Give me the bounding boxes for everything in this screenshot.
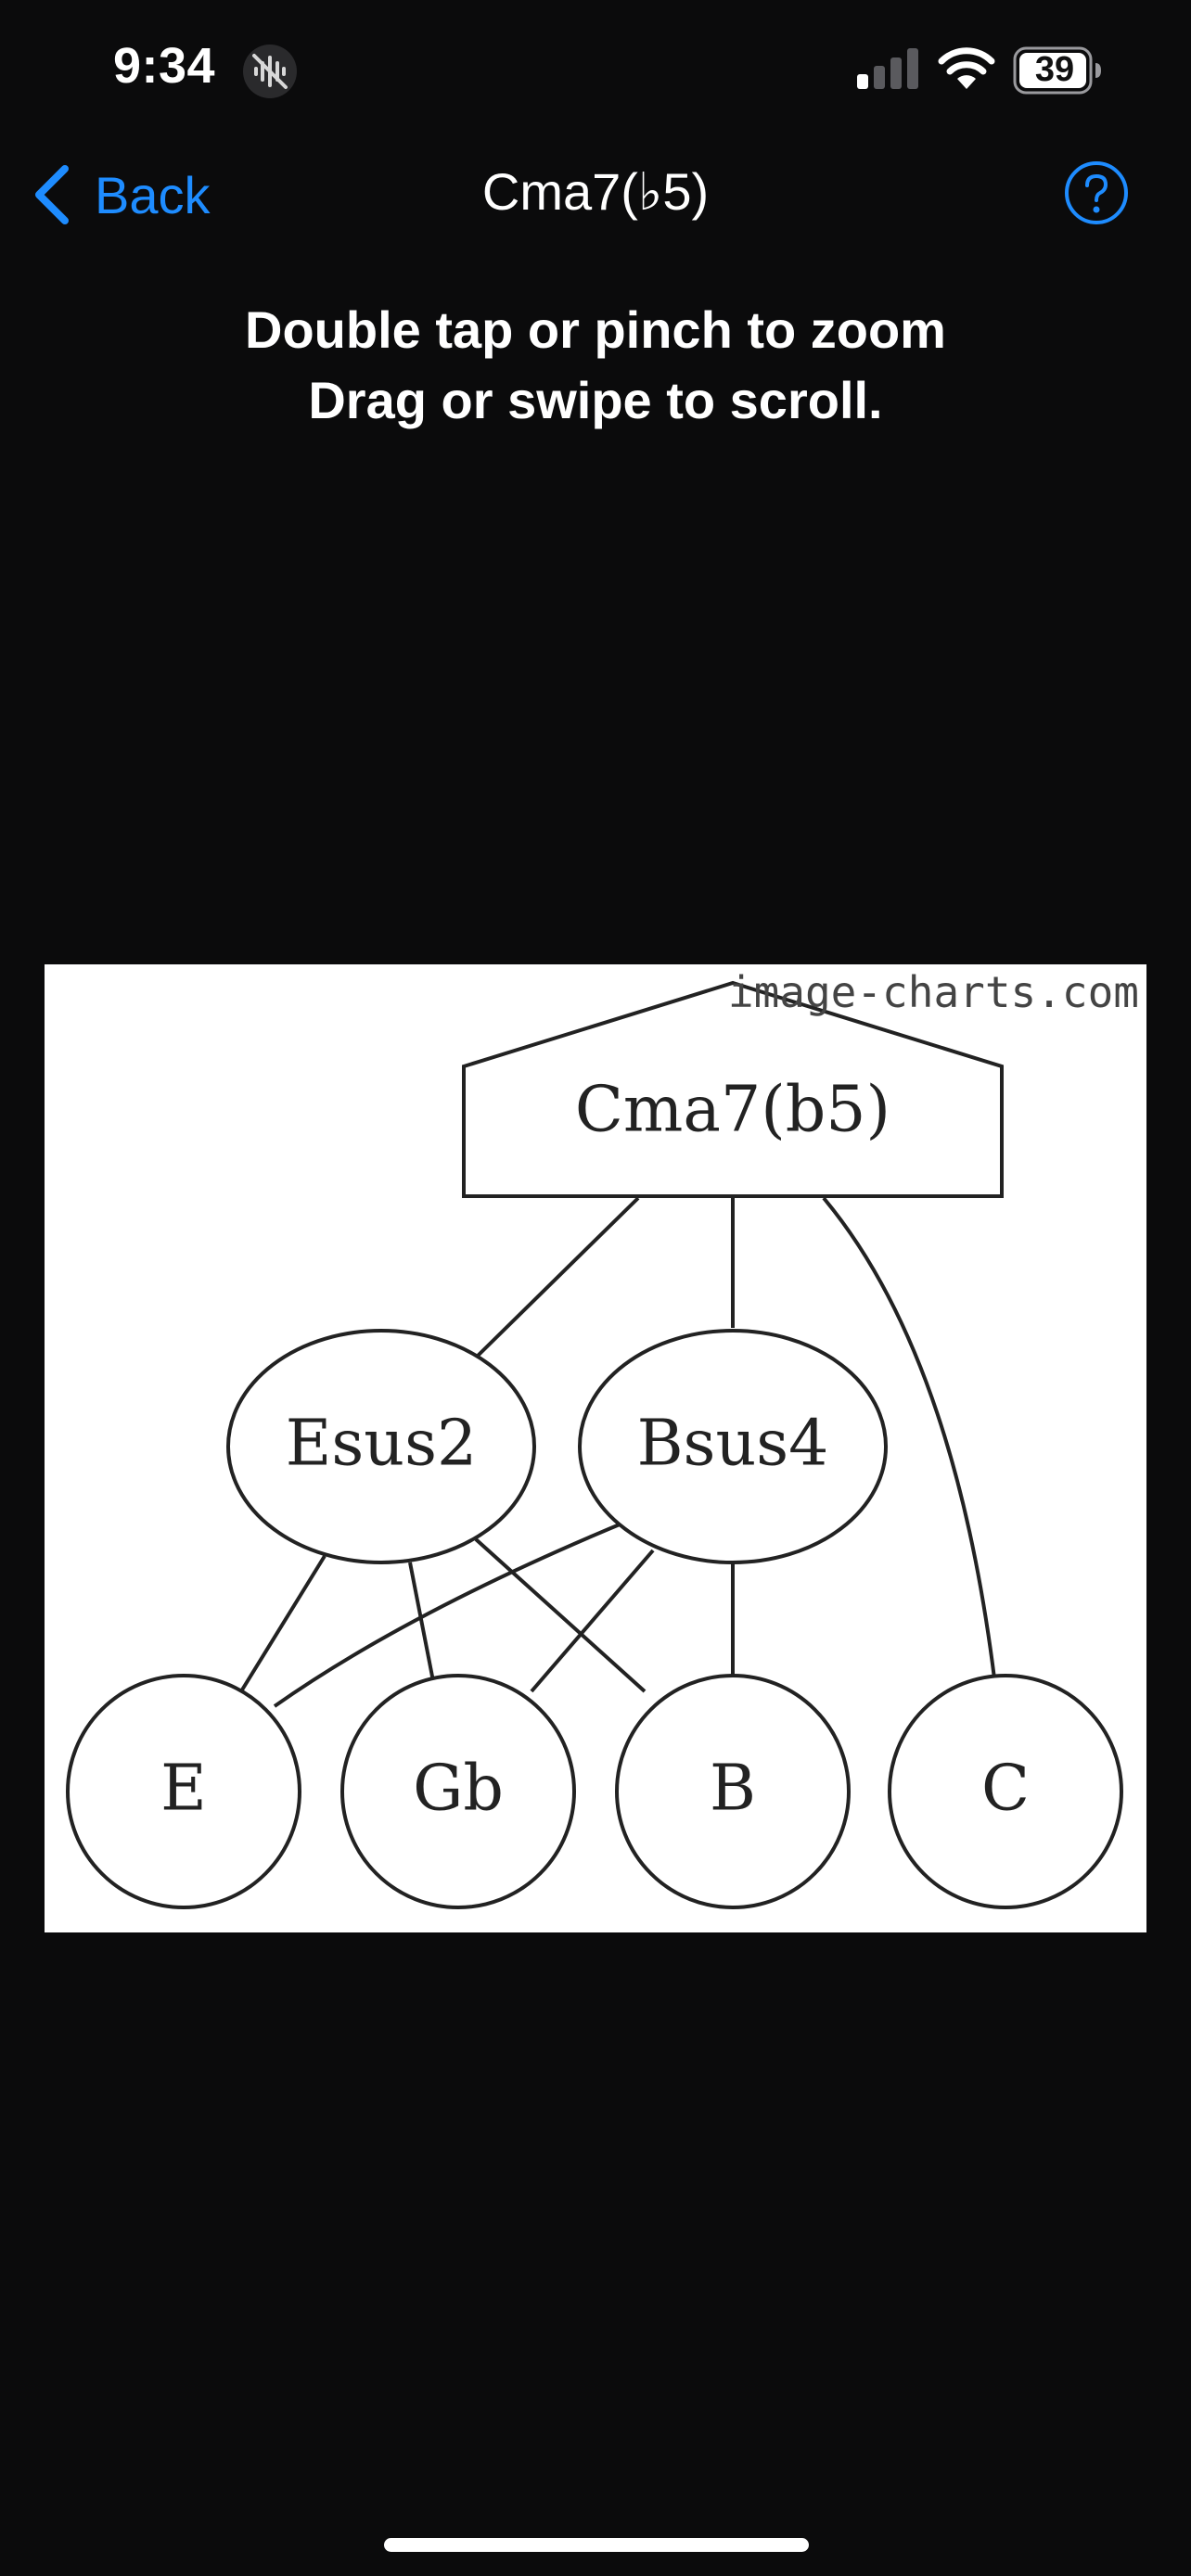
e-node-label: E xyxy=(160,1753,207,1826)
edge-bsus4-e xyxy=(273,1523,621,1708)
bsus4-node-shape xyxy=(578,1329,888,1564)
chevron-left-icon xyxy=(35,165,69,224)
home-indicator[interactable] xyxy=(384,2538,809,2552)
edge-bsus4-gb xyxy=(530,1549,655,1693)
zoom-instructions: Double tap or pinch to zoom Drag or swip… xyxy=(0,295,1191,436)
esus2-node-shape xyxy=(226,1329,536,1564)
bsus4-node-label: Bsus4 xyxy=(637,1408,829,1481)
status-time: 9:34 xyxy=(113,38,216,94)
focus-mode-icon xyxy=(243,45,297,98)
battery-level: 39 xyxy=(1034,50,1075,89)
instruction-line-zoom: Double tap or pinch to zoom xyxy=(245,300,946,359)
battery-icon xyxy=(1013,46,1101,95)
c-node-label: C xyxy=(981,1753,1030,1826)
gb-node-shape xyxy=(340,1674,576,1909)
edge-esus2-gb xyxy=(408,1562,435,1682)
page-title: Cma7(♭5) xyxy=(481,162,710,221)
navigation-bar: Back Cma7(♭5) xyxy=(0,139,1191,250)
e-node-shape xyxy=(66,1674,301,1909)
diagram-watermark: image-charts.com xyxy=(728,967,1139,1017)
status-bar: 9:34 39 xyxy=(0,0,1191,139)
esus2-node-label: Esus2 xyxy=(286,1408,478,1481)
b-node-label: B xyxy=(710,1753,756,1826)
c-node-shape xyxy=(888,1674,1123,1909)
instruction-line-scroll: Drag or swipe to scroll. xyxy=(308,371,883,429)
edge-esus2-b xyxy=(474,1537,647,1693)
chord-diagram[interactable]: image-charts.com Cma7(b5) Esus2 Bsus4 E … xyxy=(45,964,1146,1932)
wifi-icon xyxy=(938,47,995,89)
edge-esus2-e xyxy=(239,1554,327,1693)
back-label: Back xyxy=(95,165,211,224)
edge-root-esus2 xyxy=(474,1196,640,1359)
question-circle-icon[interactable] xyxy=(1063,159,1130,226)
cellular-signal-icon xyxy=(857,48,918,89)
b-node-shape xyxy=(615,1674,851,1909)
gb-node-label: Gb xyxy=(413,1753,504,1826)
root-node-label: Cma7(b5) xyxy=(575,1074,890,1147)
root-node-shape xyxy=(462,980,1004,1198)
edge-root-c xyxy=(822,1196,996,1679)
back-button[interactable]: Back xyxy=(32,158,211,232)
